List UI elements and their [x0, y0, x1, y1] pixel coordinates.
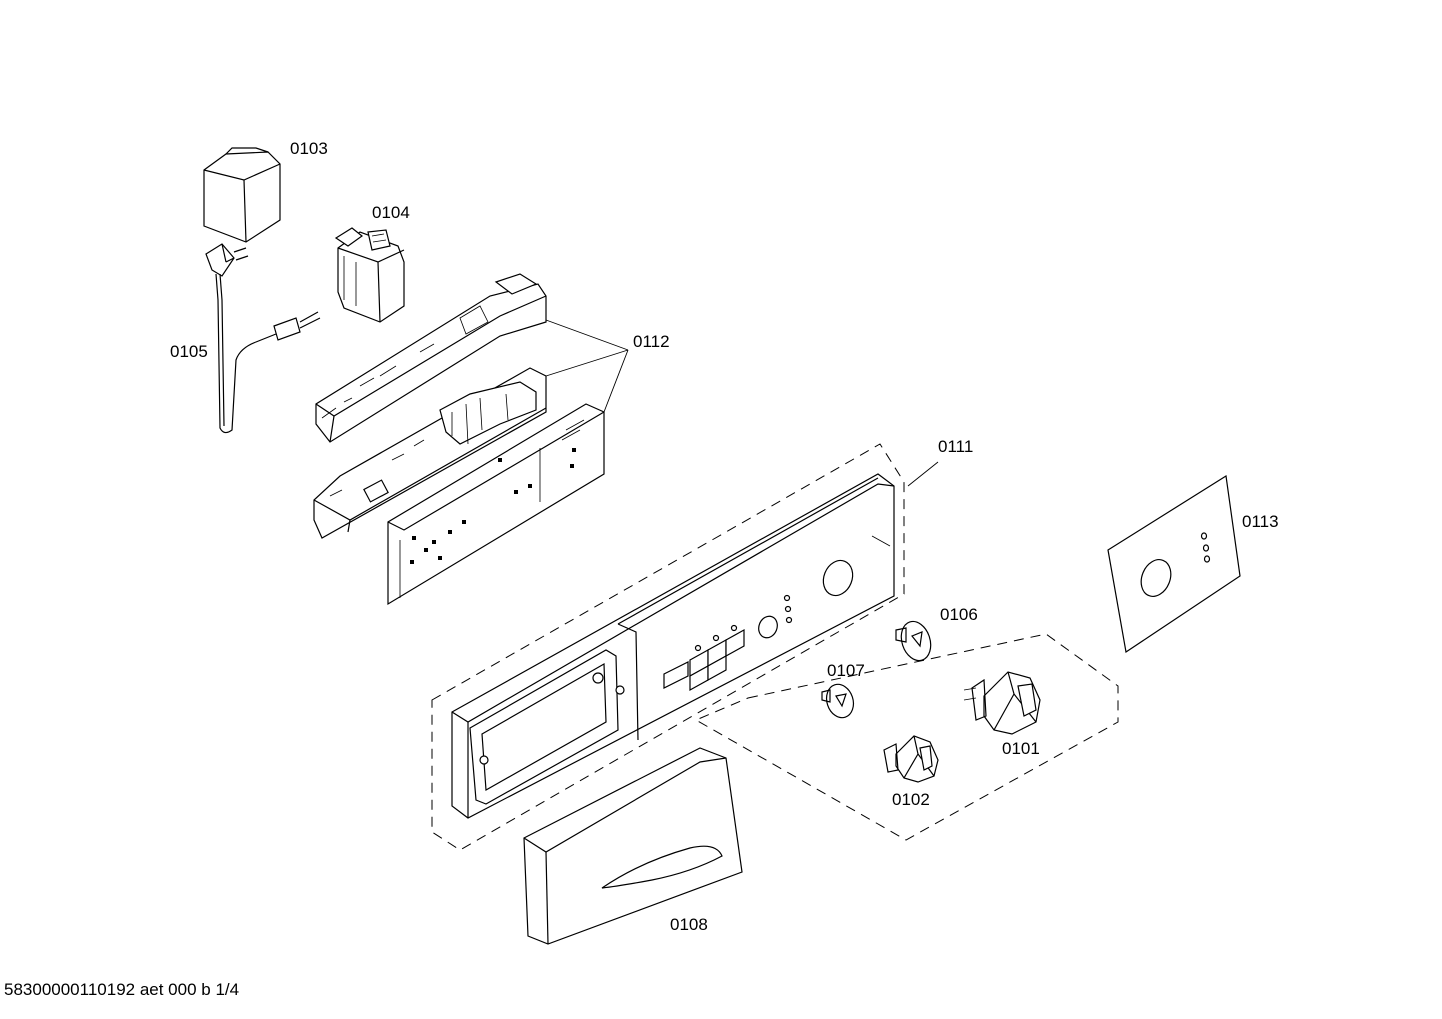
- leader-0112: [545, 319, 629, 413]
- part-0103-cover-box[interactable]: [203, 147, 281, 243]
- part-0104-suppressor-filter[interactable]: [334, 227, 405, 323]
- group-outline-0111: [431, 443, 905, 851]
- label-0111: 0111: [938, 437, 973, 456]
- label-0106: 0106: [940, 605, 978, 624]
- part-0113-panel-overlay[interactable]: [1107, 474, 1241, 654]
- part-0112-module-housing[interactable]: [313, 367, 547, 539]
- label-0101: 0101: [1002, 739, 1040, 758]
- part-0106-selector-knob-small[interactable]: [895, 618, 935, 665]
- part-0102-temperature-knob[interactable]: [883, 735, 939, 783]
- part-0101-programme-knob[interactable]: [963, 671, 1041, 735]
- leader-0111: [907, 461, 939, 487]
- label-0108: 0108: [670, 915, 708, 934]
- part-0107-selector-knob-small[interactable]: [821, 681, 858, 721]
- group-outline-knobs: [694, 633, 1119, 841]
- label-0102: 0102: [892, 790, 930, 809]
- part-0108-drawer-handle[interactable]: [523, 747, 743, 945]
- label-0113: 0113: [1242, 512, 1279, 531]
- label-0112: 0112: [633, 332, 670, 351]
- label-0104: 0104: [372, 203, 410, 222]
- label-0103: 0103: [290, 139, 328, 158]
- drawing-reference-number: 58300000110192 aet 000 b 1/4: [4, 980, 240, 999]
- part-0111-control-panel[interactable]: [451, 473, 895, 819]
- part-0105-mains-cable[interactable]: [205, 243, 321, 434]
- label-0107: 0107: [827, 661, 865, 680]
- part-0112-module-rail[interactable]: [315, 273, 547, 443]
- label-0105: 0105: [170, 342, 208, 361]
